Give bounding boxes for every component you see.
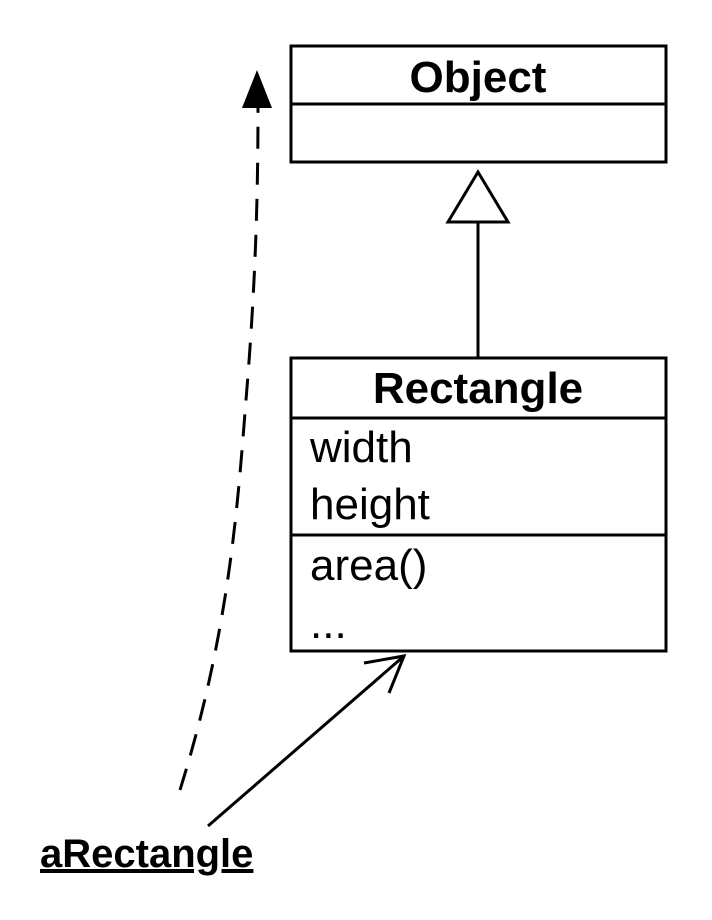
dependency-dashed-line xyxy=(178,105,260,791)
object-class: Object xyxy=(289,44,668,164)
instance-of-line xyxy=(207,654,405,828)
operation-ellipsis: ... xyxy=(310,599,347,648)
rectangle-class: Rectangle width height area() ... xyxy=(289,356,668,653)
attribute-height: height xyxy=(310,480,430,529)
operation-area: area() xyxy=(310,541,427,590)
instance-of-arrow xyxy=(207,654,407,828)
filled-arrowhead xyxy=(242,70,272,108)
rectangle-class-box xyxy=(289,356,668,653)
object-class-name: Object xyxy=(410,53,547,102)
hollow-triangle-arrowhead xyxy=(445,169,511,224)
generalization-arrow xyxy=(445,169,511,358)
rectangle-class-name: Rectangle xyxy=(373,364,583,413)
open-arrowhead xyxy=(363,654,407,694)
attribute-width: width xyxy=(309,423,413,472)
instance-name: aRectangle xyxy=(40,832,253,876)
dependency-arrow xyxy=(178,70,272,791)
